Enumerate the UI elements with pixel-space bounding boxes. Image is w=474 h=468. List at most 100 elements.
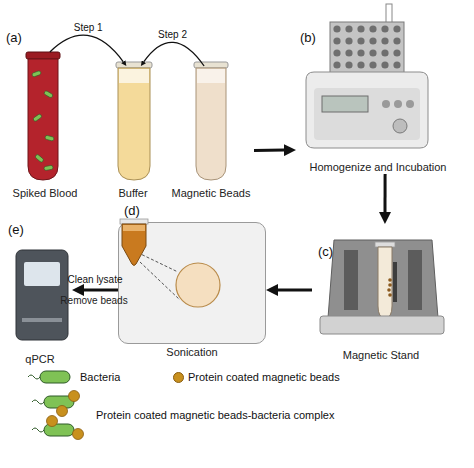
tube-cap (26, 52, 60, 59)
zoom-line (140, 262, 180, 300)
legend-bacterium (28, 371, 70, 383)
device-node: Homogenize and Incubation (296, 8, 460, 174)
flow-arrow (84, 289, 118, 292)
bead (388, 283, 392, 287)
tube-body (28, 59, 58, 180)
button (394, 100, 402, 108)
flow-arrow (254, 149, 284, 152)
stand-slot (344, 250, 358, 310)
bead (387, 288, 391, 292)
bead (47, 416, 58, 427)
bead (388, 293, 392, 297)
tube-headspace (197, 69, 225, 83)
node-label: qPCR (0, 353, 92, 366)
tube-body (118, 68, 150, 180)
display (322, 96, 368, 112)
knob (393, 119, 407, 133)
flow-arrow (384, 174, 387, 212)
sample-tube: Buffer (100, 66, 166, 200)
panel-letter: (d) (124, 203, 140, 218)
button (406, 100, 414, 108)
heat-block (330, 22, 404, 74)
bacterium-body (44, 424, 74, 436)
zoom-line (124, 246, 178, 272)
tube-cap (375, 242, 395, 247)
magnetic-stand (320, 240, 444, 334)
machine-screen (24, 262, 60, 286)
node-text-group: Homogenize and Incubation (276, 161, 474, 174)
beads-tube (194, 62, 228, 180)
buffer-tube (116, 62, 152, 180)
node-label: Sonication (99, 346, 285, 359)
node-text-group: Sonication (99, 346, 285, 359)
edge-label: Clean lysate (67, 274, 122, 286)
homogenizer (306, 4, 428, 148)
zoom-circle (176, 263, 220, 307)
stand-slot (408, 250, 422, 310)
device-node: qPCR (8, 238, 72, 366)
lysate-tube (122, 224, 146, 266)
bacterium (44, 165, 54, 171)
bacterium (33, 113, 43, 121)
panel-letter: (b) (300, 30, 316, 45)
process-box: Sonication (118, 222, 266, 344)
tube-headspace (119, 69, 149, 83)
device-body (306, 72, 428, 148)
sample-tube (386, 4, 392, 30)
button (382, 100, 390, 108)
legend-text: Protein coated magnetic beads-bacteria c… (96, 409, 334, 422)
panel-letter: (c) (318, 244, 333, 259)
flagellum (32, 428, 44, 432)
bead (69, 391, 80, 402)
node-text-group: Spiked Blood (0, 187, 100, 200)
machine-body (16, 250, 68, 340)
bacterium (44, 90, 54, 98)
bacterium (45, 135, 55, 141)
tube-body (378, 247, 392, 318)
legend-text: Bacteria (80, 371, 120, 384)
edge-label: Step 1 (74, 22, 103, 34)
curved-arrow (50, 35, 123, 62)
panel-letter: (a) (6, 30, 22, 45)
bacterium (32, 70, 42, 77)
front-panel (314, 88, 420, 140)
qpcr-machine (16, 250, 68, 340)
stand-panel (328, 240, 438, 318)
tube-headspace (123, 225, 145, 231)
panel-letter: (e) (8, 222, 24, 237)
node-label: Magnetic Stand (292, 349, 470, 362)
legend-complex (32, 391, 84, 440)
node-text-group: Magnetic Beads (148, 187, 274, 200)
curved-arrow (144, 42, 204, 66)
node-label: Homogenize and Incubation (276, 161, 474, 174)
bead (388, 278, 392, 282)
flow-arrow (278, 289, 312, 292)
tube-cap (116, 62, 152, 68)
block-holes (331, 23, 403, 73)
legend-text: Protein coated magnetic beads (188, 371, 340, 384)
stand-base (320, 316, 444, 334)
bacterium (35, 154, 44, 163)
tube-cap (120, 219, 148, 224)
magnet (393, 262, 397, 302)
edge-label: Step 2 (158, 29, 187, 41)
sample-tube: Magnetic Beads (168, 66, 254, 200)
bead (57, 406, 68, 417)
node-text-group: Buffer (80, 187, 186, 200)
machine-slot (22, 318, 62, 322)
device-node: Magnetic Stand (312, 224, 450, 362)
blood-tube (26, 52, 60, 180)
tube-body (196, 68, 226, 180)
node-label: Buffer (80, 187, 186, 200)
flagellum (32, 400, 44, 404)
bacterium-body (40, 371, 70, 383)
flagellum (28, 375, 40, 379)
node-text-group: qPCR (0, 353, 92, 366)
tube-cap (194, 62, 228, 68)
sonication-art (120, 219, 220, 307)
bacterium-body (44, 396, 74, 408)
node-label: Spiked Blood (0, 187, 100, 200)
bead (73, 429, 84, 440)
legend-swatch (173, 372, 184, 383)
